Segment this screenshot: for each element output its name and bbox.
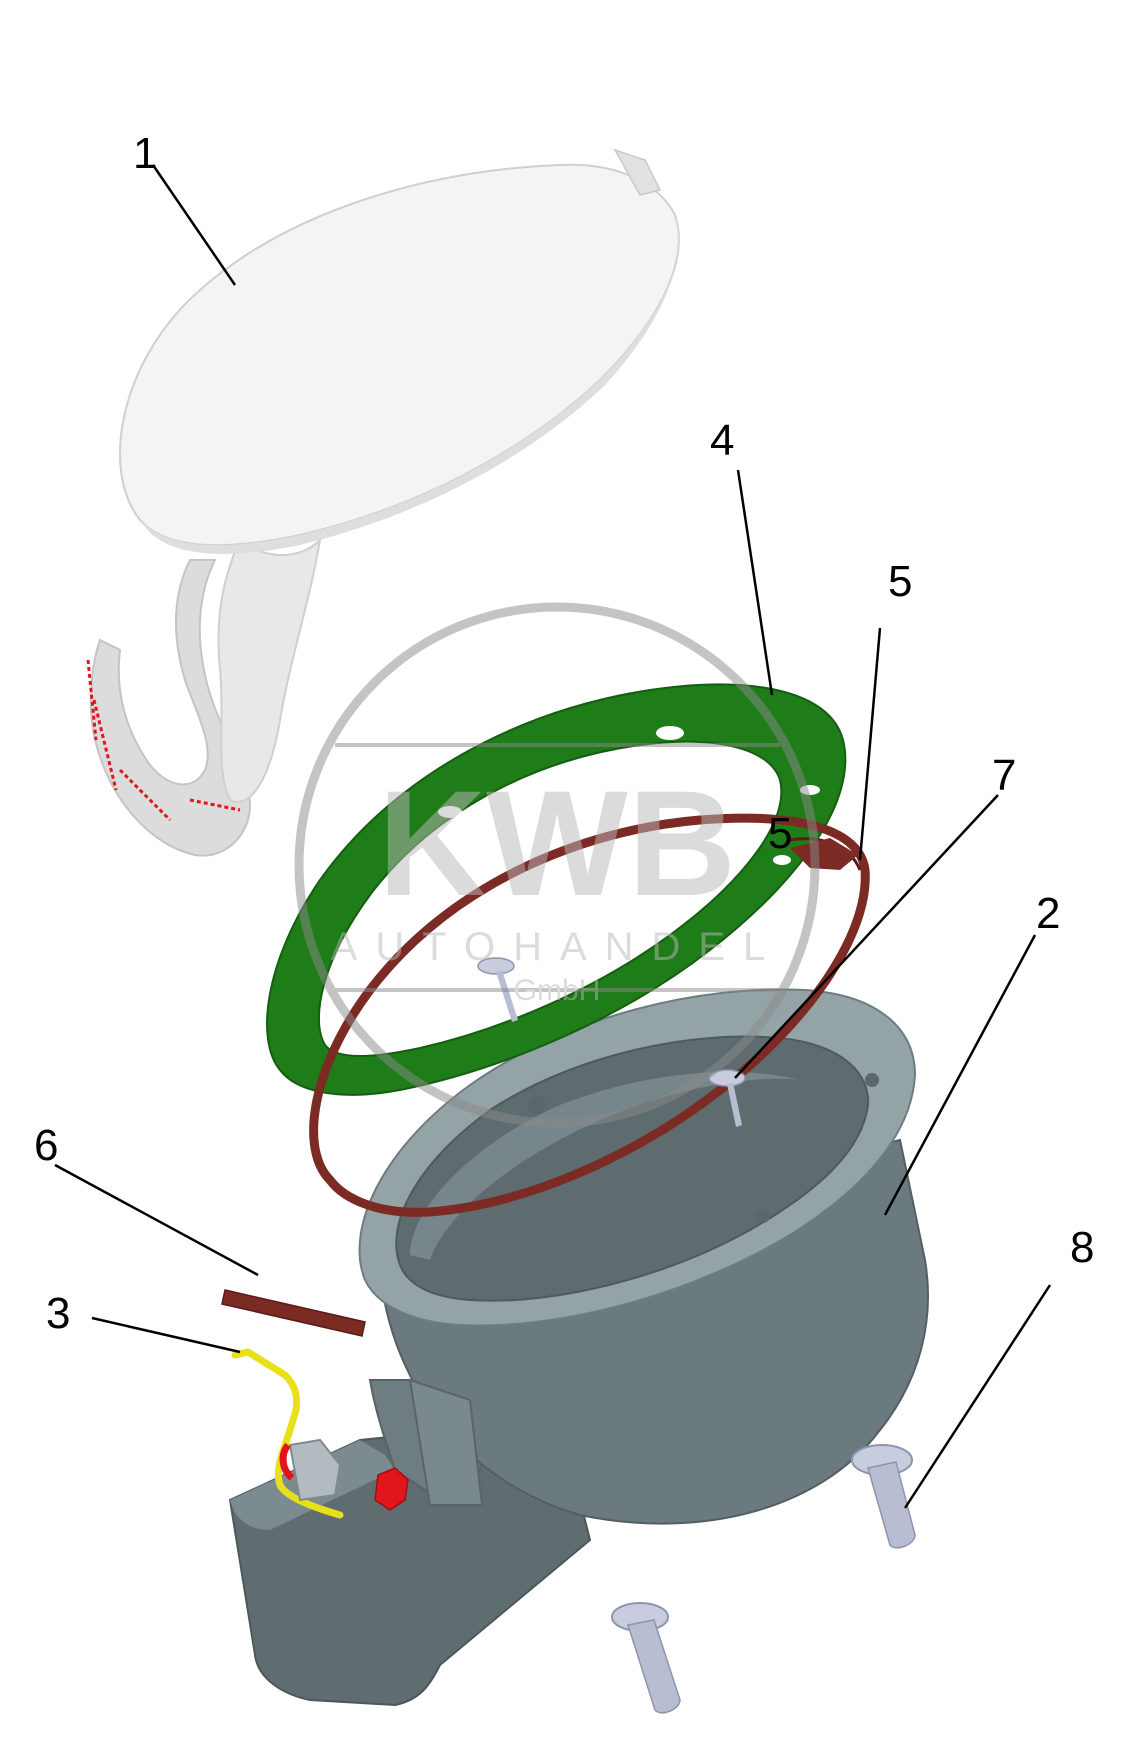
flange-hole xyxy=(528,1096,546,1114)
callout-1: 1 xyxy=(133,129,157,178)
housing-bracket xyxy=(408,1378,484,1506)
clip-hinge-plate xyxy=(288,1438,342,1502)
mounting-bolt xyxy=(611,1602,681,1714)
green-gasket-part xyxy=(266,683,847,1096)
flange-hole xyxy=(865,1073,879,1087)
housing-bowl-inner-wall xyxy=(410,1072,800,1260)
callout-2: 2 xyxy=(1036,889,1060,938)
watermark-ring xyxy=(294,602,820,1128)
wire-clip-part xyxy=(231,1348,409,1519)
leader-line-1 xyxy=(151,164,237,286)
callout-labels: 1 4 5 5 7 2 6 3 8 xyxy=(34,129,1094,1338)
seal-ring-end xyxy=(790,838,858,870)
screws-part xyxy=(477,957,746,1127)
flange-hole xyxy=(756,1209,770,1223)
leader-lines xyxy=(54,164,1052,1509)
callout-5-outer: 5 xyxy=(888,557,912,606)
callout-8: 8 xyxy=(1070,1223,1094,1272)
lid-hinge-stem xyxy=(217,537,322,803)
clip-red-ring xyxy=(279,1442,295,1481)
lid-part xyxy=(86,148,680,857)
leader-line-8 xyxy=(903,1284,1052,1509)
callout-7: 7 xyxy=(992,751,1016,800)
gasket-hole xyxy=(773,855,791,865)
callout-4: 4 xyxy=(710,416,734,465)
gasket-hole xyxy=(438,806,462,818)
leader-line-2 xyxy=(883,934,1037,1216)
drain-hose xyxy=(221,1289,366,1337)
watermark-line1: AUTOHANDEL xyxy=(331,925,784,969)
green-gasket xyxy=(266,683,847,1096)
callout-3: 3 xyxy=(46,1289,70,1338)
leader-line-3 xyxy=(91,1316,241,1354)
lid-oval xyxy=(119,163,680,547)
mounting-bolt xyxy=(851,1444,916,1549)
leader-line-7 xyxy=(734,794,999,1079)
callout-5-inner: 5 xyxy=(768,809,792,858)
watermark-line2: GmbH xyxy=(514,974,601,1007)
clip-red-nut xyxy=(374,1467,409,1511)
callout-6: 6 xyxy=(34,1121,58,1170)
upper-screw xyxy=(477,957,518,1022)
watermark-logo-text: KWB xyxy=(378,759,736,927)
filler-housing-part xyxy=(228,988,929,1707)
mounting-bolts-part xyxy=(611,1444,916,1714)
kwb-watermark: KWB AUTOHANDEL GmbH xyxy=(294,602,820,1128)
leader-line-4 xyxy=(736,469,774,696)
watermark-bar xyxy=(335,743,780,992)
leader-line-6 xyxy=(54,1163,259,1277)
lid-tab xyxy=(613,148,662,196)
leader-line-5a xyxy=(858,627,882,861)
gasket-hole xyxy=(656,726,684,740)
